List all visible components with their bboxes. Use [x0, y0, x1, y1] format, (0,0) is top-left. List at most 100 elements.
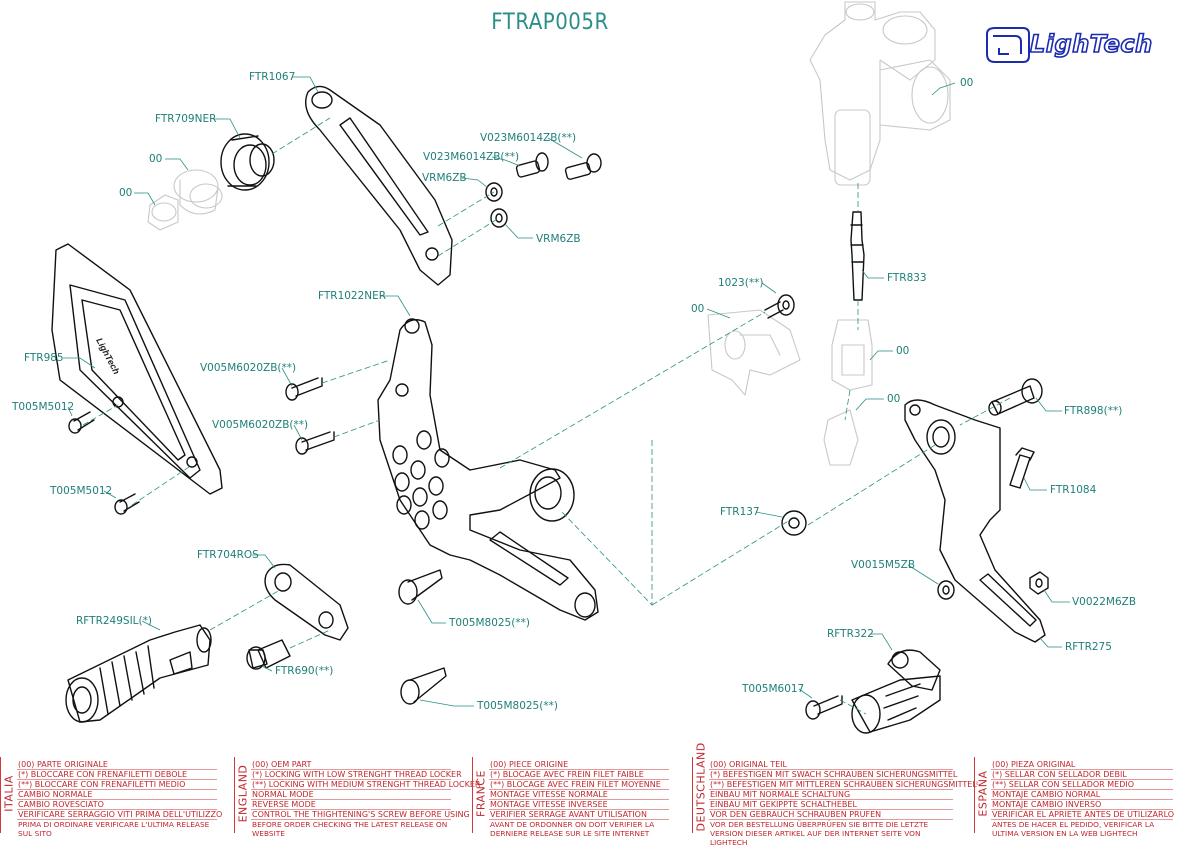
- legend-row: VOR DER BESTELLUNG ÜBERPRÜFEN SIE BITTE …: [710, 820, 929, 847]
- callout-label: RFTR249SIL(*): [76, 615, 152, 627]
- legend-country: ENGLAND: [236, 764, 250, 823]
- callout-label: V005M6020ZB(**): [200, 362, 297, 374]
- legend-row: CONTROL THE THIGHTENING'S SCREW BEFORE U…: [251, 810, 470, 820]
- legend-row: (*) BLOCCARE CON FRENAFILETTI DEBOLE: [17, 770, 217, 780]
- ftr833-rod: [850, 211, 865, 301]
- callout-label: 1023(**): [718, 277, 764, 289]
- t005m5012-screws: [68, 411, 140, 515]
- legend-row: CAMBIO ROVESCIATO: [17, 800, 217, 810]
- legend-row: (00) OEM PART: [251, 760, 451, 770]
- legend-row: VOR DEN GEBRAUCH SCHRAUBEN PRUFEN: [709, 810, 953, 820]
- legend-row: VERIFICAR EL APRIETE ANTES DE UTILIZARLO: [991, 810, 1175, 820]
- legend-row: EINBAU MIT NORMALE SCHALTUNG: [709, 790, 953, 800]
- callout-label: 00: [691, 303, 705, 315]
- legend-row: MONTAJE CAMBIO INVERSO: [991, 800, 1173, 810]
- v005m6020zb-screws: [285, 377, 335, 455]
- legend-country: ITALIA: [2, 775, 16, 812]
- callout-label: T005M8025(**): [477, 700, 558, 712]
- callout-label: 00: [119, 187, 133, 199]
- ftr137-washer: [781, 510, 807, 536]
- legend-row: NORMAL MODE: [251, 790, 451, 800]
- legend-block: DEUTSCHLAND(00) ORIGINAL TEIL(*) BEFESTI…: [692, 742, 977, 847]
- callout-label: T005M6017: [742, 683, 805, 695]
- legend-row: PRIMA DI ORDINARE VERIFICARE L'ULTIMA RE…: [18, 820, 210, 838]
- ftr1067-link-arm: [305, 85, 453, 286]
- legend-row: (**) LOCKING WITH MEDIUM STRENGHT THREAD…: [251, 780, 481, 790]
- legend-block: ENGLAND(00) OEM PART(*) LOCKING WITH LOW…: [234, 757, 481, 838]
- legend-country: ESPAÑA: [976, 770, 990, 817]
- callout-label: FTR1084: [1050, 484, 1097, 496]
- legend-row: MONTAGE VITESSE INVERSEE: [489, 800, 669, 810]
- ftr690-spacer: [246, 639, 291, 670]
- rftr322-brake-peg: [851, 649, 941, 734]
- legend-row: (*) LOCKING WITH LOW STRENGHT THREAD LOC…: [251, 770, 462, 780]
- callout-label: 00: [887, 393, 901, 405]
- callout-label: FTR1022NER: [318, 290, 387, 302]
- t005m6017-screw: [805, 695, 843, 720]
- legend-row: ANTES DE HACER EL PEDIDO, VERIFICAR LA U…: [992, 820, 1155, 838]
- ftr704ros-peg-mount: [264, 563, 349, 641]
- ftr1084-pin: [1009, 447, 1035, 489]
- legend-row: EINBAU MIT GEKIPPTE SCHALTHEBEL: [709, 800, 953, 810]
- oem-master-cylinder: [809, 1, 951, 186]
- callout-label: FTR985: [24, 352, 64, 364]
- pin-1023: [764, 294, 795, 319]
- callout-label: FTR1067: [249, 71, 296, 83]
- callout-label: V005M6020ZB(**): [212, 419, 309, 431]
- callout-label: 00: [896, 345, 910, 357]
- legend-row: (**) SELLAR CON SELLADOR MEDIO: [991, 780, 1173, 790]
- ftr709ner-bushing: [220, 133, 275, 191]
- legend-row: (00) PIECE ORIGINE: [489, 760, 669, 770]
- legend-row: VERIFICARE SERRAGGIO VITI PRIMA DELL'UTI…: [17, 810, 223, 820]
- page-title: FTRAP005R: [491, 10, 609, 35]
- callout-label: 00: [149, 153, 163, 165]
- callout-label: V0022M6ZB: [1072, 596, 1137, 608]
- ftr985-heel-guard: LighTech: [51, 243, 223, 495]
- legend-block: ITALIA(00) PARTE ORIGINALE(*) BLOCCARE C…: [0, 757, 223, 838]
- legend-country: DEUTSCHLAND: [694, 742, 708, 832]
- legend-row: (**) BEFESTIGEN MIT MITTLEREN SCHRAUBEN …: [709, 780, 977, 790]
- callout-label: RFTR322: [827, 628, 874, 640]
- callout-label: FTR704ROS: [197, 549, 259, 561]
- legend-row: (00) PARTE ORIGINALE: [17, 760, 217, 770]
- lightech-logo-icon: [986, 27, 1030, 63]
- callout-label: T005M5012: [12, 401, 75, 413]
- v0015m5zb-nut: [937, 580, 955, 600]
- legend-row: (*) BEFESTIGEN MIT SWACH SCHRAUBEN SICHE…: [709, 770, 958, 780]
- callout-label: FTR137: [720, 506, 760, 518]
- v023-screws: [485, 152, 602, 228]
- legend-row: (**) BLOCCARE CON FRENAFILETTI MEDIO: [17, 780, 217, 790]
- callout-label: RFTR275: [1065, 641, 1112, 653]
- legend-block: ESPAÑA(00) PIEZA ORIGINAL(*) SELLAR CON …: [974, 757, 1175, 838]
- ftr898-bolt: [988, 378, 1043, 416]
- callout-label: T005M8025(**): [449, 617, 530, 629]
- v0022m6zb-nut: [1029, 571, 1049, 595]
- legend-row: REVERSE MODE: [251, 800, 451, 810]
- legend-row: VERIFIER SERRAGE AVANT UTILISATION: [489, 810, 669, 820]
- legend-row: (**) BLOCAGE AVEC FREIN FILET MOYENNE: [489, 780, 669, 790]
- legend-row: MONTAJE CAMBIO NORMAL: [991, 790, 1173, 800]
- legend-block: FRANCE(00) PIECE ORIGINE(*) BLOCAGE AVEC…: [472, 757, 671, 838]
- callout-label: VRM6ZB: [536, 233, 581, 245]
- legend-row: (00) PIEZA ORIGINAL: [991, 760, 1173, 770]
- svg-text:LighTech: LighTech: [94, 336, 122, 376]
- callout-label: V0015M5ZB: [851, 559, 916, 571]
- rftr275-brake-lever: [904, 399, 1046, 643]
- rftr249sil-footpeg: [65, 624, 212, 723]
- legend-row: CAMBIO NORMALE: [17, 790, 217, 800]
- legend-row: (*) SELLAR CON SELLADOR DEBIL: [991, 770, 1173, 780]
- legend-row: (00) ORIGINAL TEIL: [709, 760, 953, 770]
- legend-row: BEFORE ORDER CHECKING THE LATEST RELEASE…: [252, 820, 448, 838]
- callout-label: FTR690(**): [275, 665, 334, 677]
- callout-label: 00: [960, 77, 974, 89]
- ftr1022ner-main-plate: [377, 318, 599, 621]
- callout-label: FTR898(**): [1064, 405, 1123, 417]
- legend-row: (*) BLOCAGE AVEC FREIN FILET FAIBLE: [489, 770, 669, 780]
- callout-label: T005M5012: [50, 485, 113, 497]
- callout-label: FTR833: [887, 272, 927, 284]
- callout-label: V023M6014ZB(**): [423, 151, 520, 163]
- legend-row: MONTAGE VITESSE NORMALE: [489, 790, 669, 800]
- t005m8025-screws: [398, 569, 447, 705]
- legend-country: FRANCE: [474, 770, 488, 817]
